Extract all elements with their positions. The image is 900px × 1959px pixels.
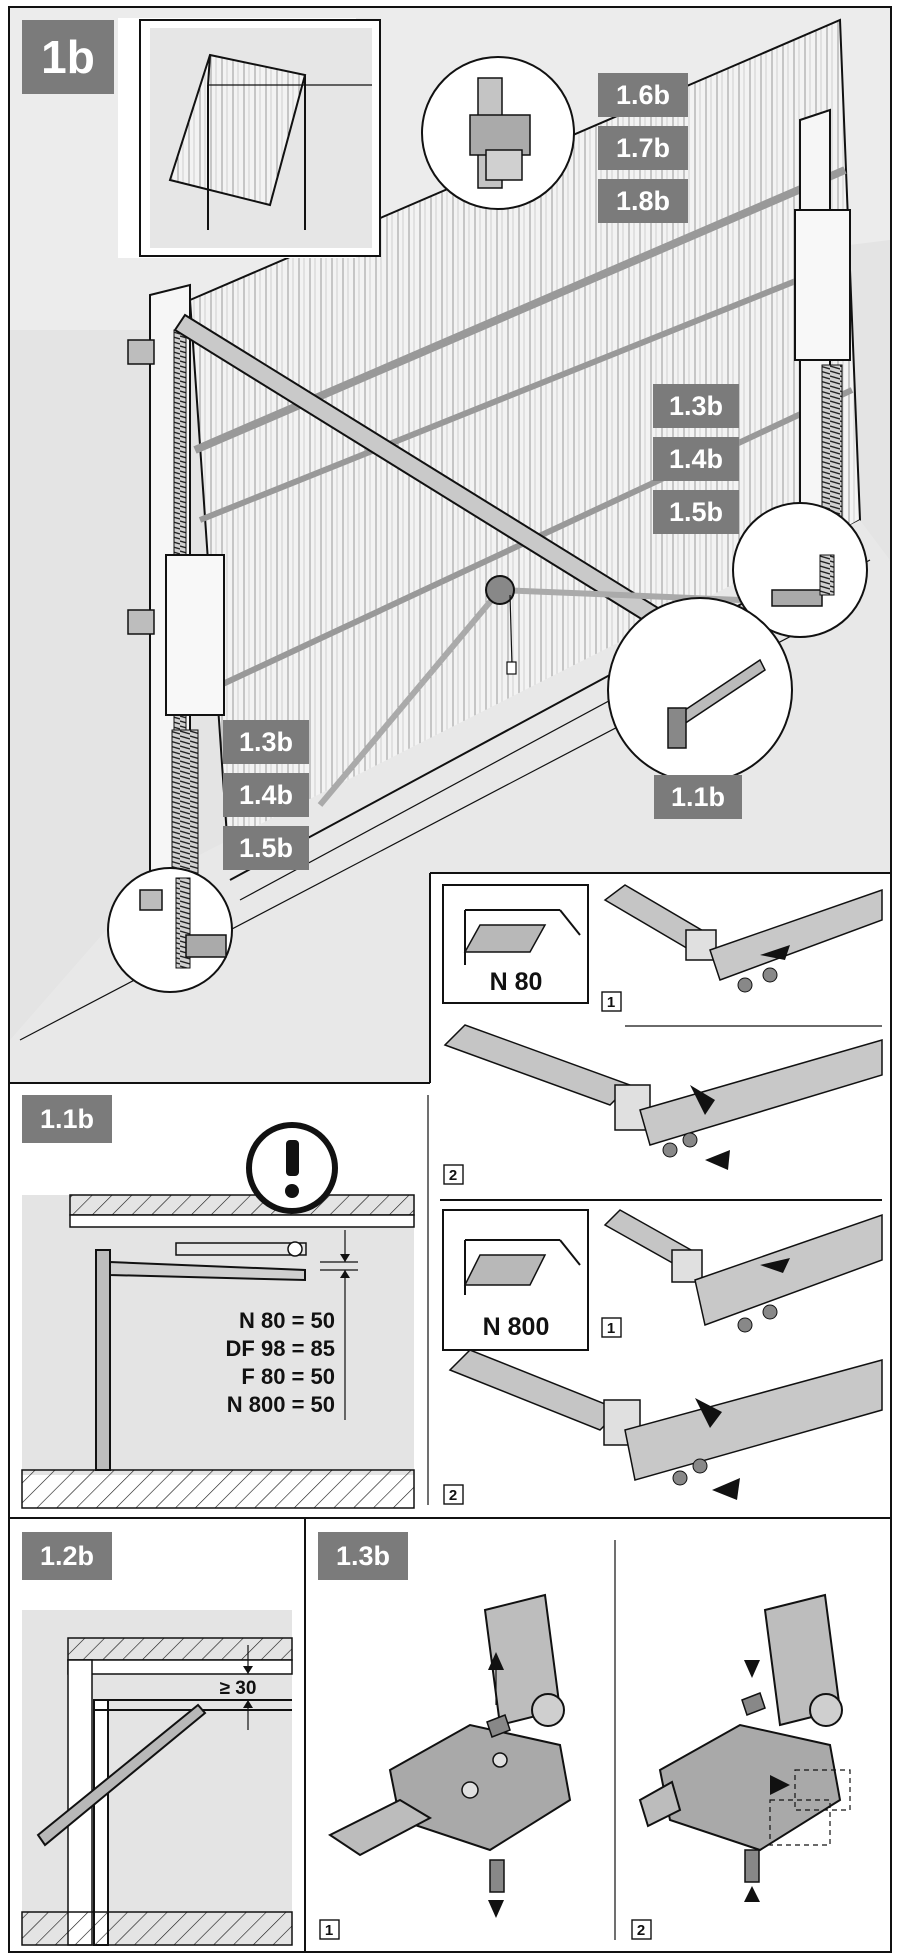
callout-top-2: 1.7b	[616, 133, 670, 163]
callout-top-1: 1.6b	[616, 80, 670, 110]
min-gap-label: ≥ 30	[220, 1678, 257, 1699]
measurement-n800: N 800 = 50	[227, 1392, 335, 1417]
measurement-f80: F 80 = 50	[241, 1364, 335, 1389]
panel-1-2b: 1.2b ≥ 30	[21, 1532, 293, 1946]
n800-step-2: 2	[449, 1487, 457, 1504]
detail-circle-bottom-right	[607, 597, 793, 783]
door-type-n80: N 80	[490, 968, 543, 996]
callout-right-1: 1.3b	[669, 391, 723, 421]
measurement-n80: N 80 = 50	[239, 1308, 335, 1333]
callout-left-3: 1.5b	[239, 833, 293, 863]
panel-label-1b: 1b	[41, 31, 95, 83]
door-type-n800: N 800	[483, 1313, 550, 1341]
right-spring-housing	[794, 209, 851, 361]
detail-circle-bottom-left	[107, 867, 233, 993]
exclamation-circle-icon	[246, 1122, 338, 1214]
p13-step-2: 2	[637, 1922, 645, 1939]
n80-step-1: 1	[607, 994, 615, 1011]
callout-bottom: 1.1b	[671, 782, 725, 812]
panel-1-1b: 1.1b N 80 = 50 DF 98 = 85 F 80 = 50 N 80…	[10, 1082, 430, 1509]
panel-1-3b: 1.3b 1 2	[318, 1532, 851, 1940]
measurement-df98: DF 98 = 85	[226, 1336, 335, 1361]
callout-left-1: 1.3b	[239, 727, 293, 757]
outer-frame	[8, 6, 892, 1953]
garage-door-thumbnail	[118, 18, 381, 258]
detail-circle-right	[732, 502, 868, 638]
panel-label-1-1b: 1.1b	[40, 1104, 94, 1134]
callout-left-2: 1.4b	[239, 780, 293, 810]
panel-label-1b-bg	[22, 20, 114, 94]
callout-top-3: 1.8b	[616, 186, 670, 216]
left-spring-housing	[165, 554, 225, 716]
n80-step-2: 2	[449, 1167, 457, 1184]
panel-label-1-2b: 1.2b	[40, 1541, 94, 1571]
p13-step-1: 1	[325, 1922, 333, 1939]
callout-right-3: 1.5b	[669, 497, 723, 527]
n800-step-1: 1	[607, 1320, 615, 1337]
panel-label-1-3b: 1.3b	[336, 1541, 390, 1571]
callout-right-2: 1.4b	[669, 444, 723, 474]
detail-circle-top	[421, 56, 575, 210]
rail-mounting-panel: N 80 1 2 N 800 1	[427, 872, 890, 1518]
